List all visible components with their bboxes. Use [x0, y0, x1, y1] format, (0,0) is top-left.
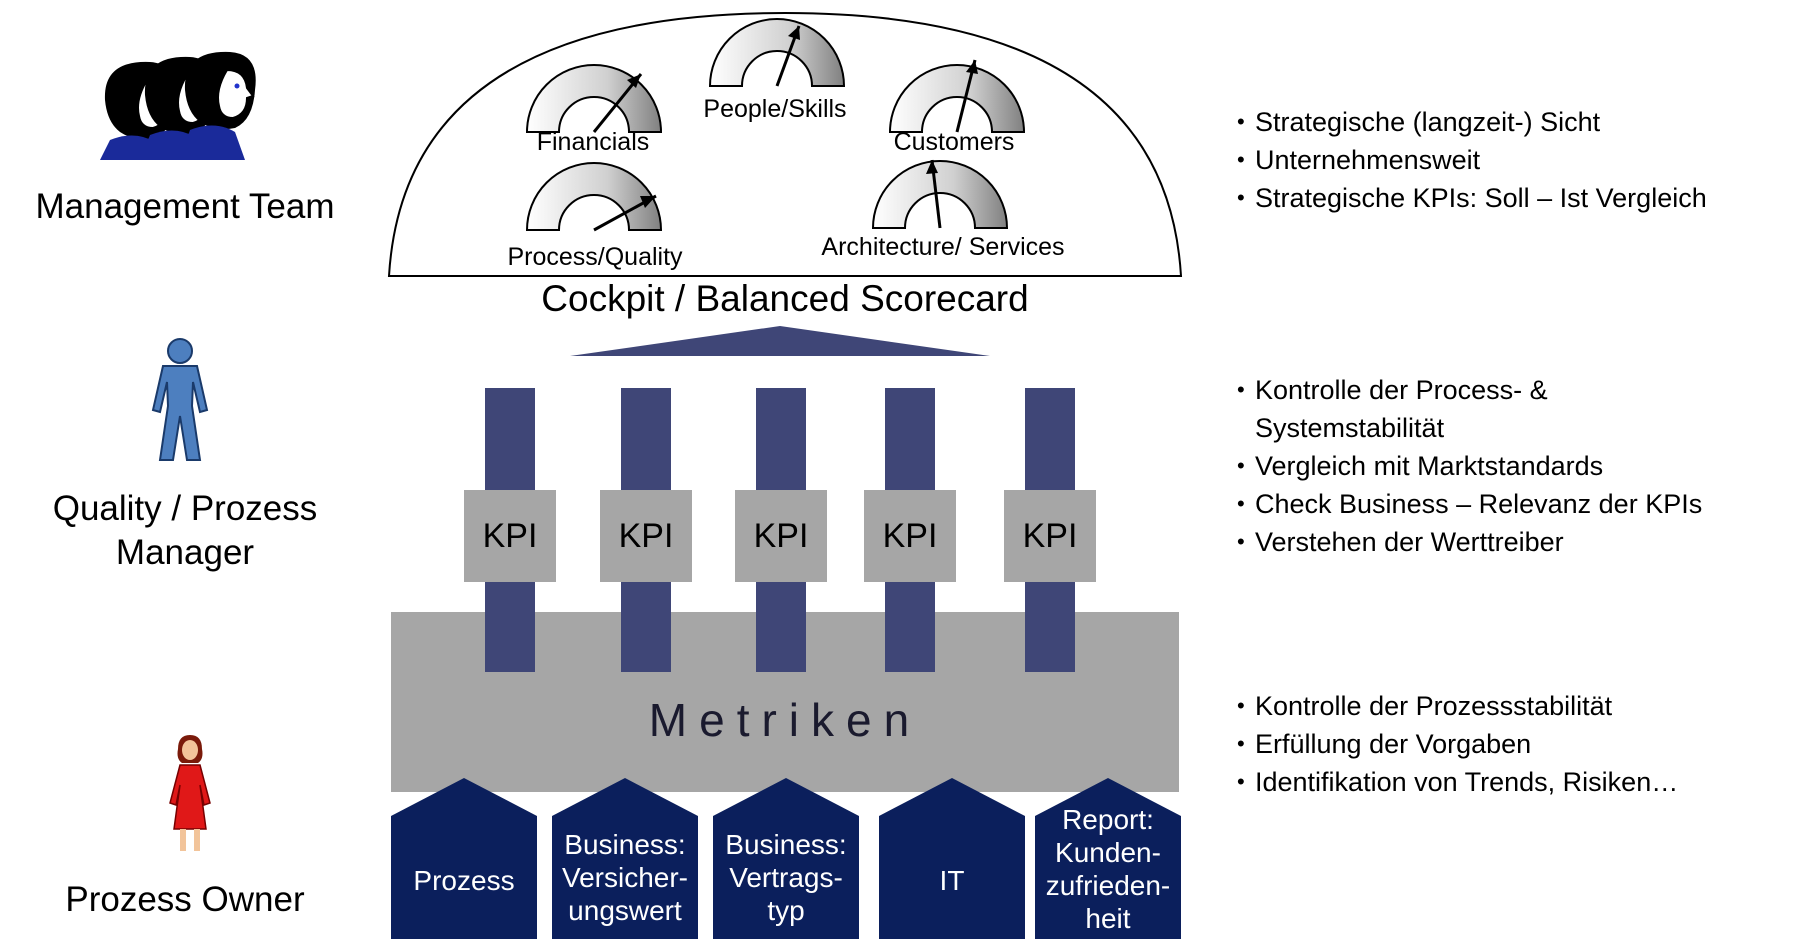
gauge-label-process-quality: Process/Quality [507, 243, 683, 271]
bullet-item: Identifikation von Trends, Risiken… [1237, 763, 1757, 801]
gauge-process-quality [525, 162, 663, 232]
bullet-item: Strategische KPIs: Soll – Ist Vergleich [1237, 179, 1792, 217]
woman-person-icon [169, 735, 211, 851]
gauge-label-people-skills: People/Skills [703, 95, 847, 123]
kpi-box: KPI [600, 490, 692, 582]
bullets-quality: Kontrolle der Process- & Systemstabilitä… [1237, 371, 1702, 561]
source-report-kundenzufriedenheit: Report: Kunden- zufrieden- heit [1045, 803, 1171, 934]
bullets-strategic: Strategische (langzeit-) Sicht Unternehm… [1237, 103, 1792, 217]
source-prozess: Prozess [413, 864, 515, 896]
metriken-label: Metriken [648, 694, 922, 746]
gauge-label-customers: Customers [893, 128, 1015, 156]
kpi-box: KPI [1004, 490, 1096, 582]
kpi-box: KPI [464, 490, 556, 582]
bullet-item: Unternehmensweit [1237, 141, 1792, 179]
kpi-box: KPI [735, 490, 827, 582]
management-team-faces-icon [100, 51, 256, 160]
gauge-architecture-services [871, 159, 1009, 229]
bullet-item: Verstehen der Werttreiber [1237, 523, 1795, 561]
role-label-management: Management Team [35, 187, 335, 226]
bullet-item: Strategische (langzeit-) Sicht [1237, 103, 1792, 141]
source-it: IT [939, 864, 965, 896]
bullet-item: Erfüllung der Vorgaben [1237, 725, 1757, 763]
role-label-owner: Prozess Owner [65, 880, 305, 919]
gauge-label-architecture-services: Architecture/ Services [821, 233, 1065, 261]
gauge-financials [525, 64, 663, 133]
bullet-item: Kontrolle der Process- & Systemstabilitä… [1237, 371, 1577, 447]
gauge-people-skills [708, 18, 846, 87]
pediment-roof [570, 326, 990, 356]
manager-person-icon [151, 338, 209, 461]
bullet-item: Check Business – Relevanz der KPIs [1237, 485, 1795, 523]
gauge-label-financials: Financials [536, 128, 650, 156]
bullet-item: Vergleich mit Marktstandards [1237, 447, 1795, 485]
bullet-item: Kontrolle der Prozessstabilität [1237, 687, 1757, 725]
cockpit-caption: Cockpit / Balanced Scorecard [541, 278, 1029, 319]
role-label-quality: Quality / Prozess Manager [52, 489, 318, 572]
source-business-versicherungswert: Business: Versicher- ungswert [561, 828, 689, 926]
source-house-shapes [391, 778, 1181, 939]
gauge-customers [888, 59, 1026, 133]
source-business-vertragstyp: Business: Vertrags- typ [725, 828, 847, 926]
bullets-owner: Kontrolle der Prozessstabilität Erfüllun… [1237, 687, 1757, 801]
kpi-box: KPI [864, 490, 956, 582]
